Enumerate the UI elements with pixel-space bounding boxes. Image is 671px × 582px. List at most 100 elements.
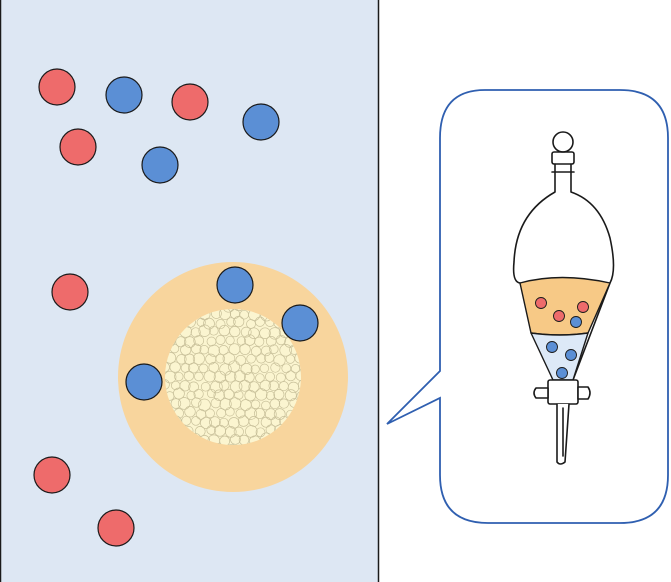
- attached-blue-particle: [281, 304, 319, 342]
- core-bubble: [250, 399, 261, 409]
- core-bubble: [191, 397, 202, 408]
- core-bubble: [244, 407, 258, 420]
- attached-blue-particle: [216, 266, 254, 304]
- core-bubble: [215, 319, 226, 330]
- core-bubble: [239, 343, 251, 355]
- funnel-lower-phase: [530, 332, 589, 381]
- core-bubble: [203, 370, 216, 383]
- core-bubble: [183, 336, 196, 348]
- blue-particle: [105, 76, 143, 114]
- core-bubble: [238, 379, 251, 392]
- core-bubble: [176, 354, 187, 365]
- core-bubble: [193, 388, 204, 400]
- funnel-lower-blue-particle: [565, 349, 577, 361]
- blue-particle: [141, 146, 179, 184]
- core-bubble: [297, 378, 301, 392]
- core-bubble: [181, 415, 192, 426]
- core-bubble: [180, 344, 192, 356]
- core-bubble: [198, 324, 211, 337]
- core-bubble: [219, 435, 231, 445]
- core-bubble: [190, 327, 201, 338]
- core-bubble: [174, 371, 184, 382]
- core-bubble: [177, 397, 191, 410]
- core-bubble: [210, 397, 221, 409]
- core-bubble: [279, 344, 292, 357]
- core-bubble: [218, 380, 230, 391]
- funnel-stopcock-handle: [533, 387, 549, 399]
- core-bubble: [254, 336, 265, 347]
- core-bubble: [213, 389, 225, 401]
- attached-particles: [125, 266, 319, 401]
- core-bubble: [254, 407, 266, 420]
- core-bubble: [196, 317, 206, 327]
- funnel-upper-red-particle: [553, 310, 565, 322]
- core-bubble: [213, 443, 224, 445]
- core-bubble: [246, 354, 256, 364]
- red-particle: [38, 68, 76, 106]
- core-bubble: [205, 408, 215, 419]
- core-bubble: [218, 309, 232, 320]
- core-bubble: [215, 335, 226, 345]
- core-bubble: [240, 363, 253, 375]
- core-bubble: [207, 344, 220, 357]
- core-bubble: [183, 370, 195, 382]
- core-bubble: [186, 390, 196, 401]
- core-bubble: [232, 309, 246, 312]
- core-bubble: [296, 391, 301, 402]
- core-bubble: [230, 380, 243, 393]
- core-bubble: [200, 416, 212, 429]
- core-bubble: [192, 352, 205, 365]
- funnel-stopcock: [547, 379, 579, 405]
- core-bubble: [254, 316, 266, 327]
- core-bubble: [191, 416, 201, 426]
- core-bubble: [211, 309, 222, 319]
- core-bubble: [265, 391, 276, 401]
- core-bubble: [179, 380, 191, 392]
- core-bubble: [224, 370, 237, 383]
- core-bubble: [255, 427, 266, 438]
- core-bubble: [275, 334, 287, 346]
- core-bubble: [229, 397, 242, 410]
- core-bubble: [235, 354, 247, 366]
- core-bubble: [270, 362, 281, 373]
- core-bubble: [229, 326, 241, 338]
- core-bubble: [259, 379, 271, 392]
- core-bubble: [299, 361, 301, 373]
- core-bubble: [208, 325, 219, 336]
- funnel-lower-blue-particle: [546, 341, 558, 353]
- core-bubble: [222, 309, 235, 313]
- core-bubble: [175, 336, 187, 348]
- core-bubble: [210, 380, 223, 394]
- core-bubble: [261, 345, 272, 357]
- core-bubble: [240, 326, 252, 338]
- core-bubble: [173, 387, 185, 400]
- free-particles: [33, 68, 280, 547]
- core-bubble: [269, 398, 281, 410]
- core-bubble: [165, 352, 177, 364]
- core-bubble: [203, 317, 215, 330]
- red-particle: [171, 83, 209, 121]
- core-bubble: [193, 335, 205, 346]
- core-bubble: [233, 426, 244, 437]
- droplet-core: [165, 309, 301, 445]
- red-particle: [97, 509, 135, 547]
- core-bubble: [273, 389, 285, 400]
- core-bubble: [264, 352, 275, 363]
- core-bubble: [226, 443, 237, 445]
- core-bubble: [278, 398, 289, 409]
- core-bubble: [198, 363, 209, 374]
- core-bubble: [215, 353, 226, 364]
- core-bubble: [255, 373, 265, 383]
- core-bubble: [259, 327, 271, 339]
- separatory-funnel-icon: [512, 131, 615, 465]
- core-bubble: [188, 362, 199, 374]
- funnel-stopcock-tip: [577, 386, 591, 400]
- core-bubble: [226, 317, 236, 327]
- core-bubble: [194, 371, 204, 382]
- core-bubble: [183, 353, 196, 365]
- red-particle: [33, 456, 71, 494]
- core-bubble: [265, 371, 275, 382]
- core-bubble: [269, 344, 279, 354]
